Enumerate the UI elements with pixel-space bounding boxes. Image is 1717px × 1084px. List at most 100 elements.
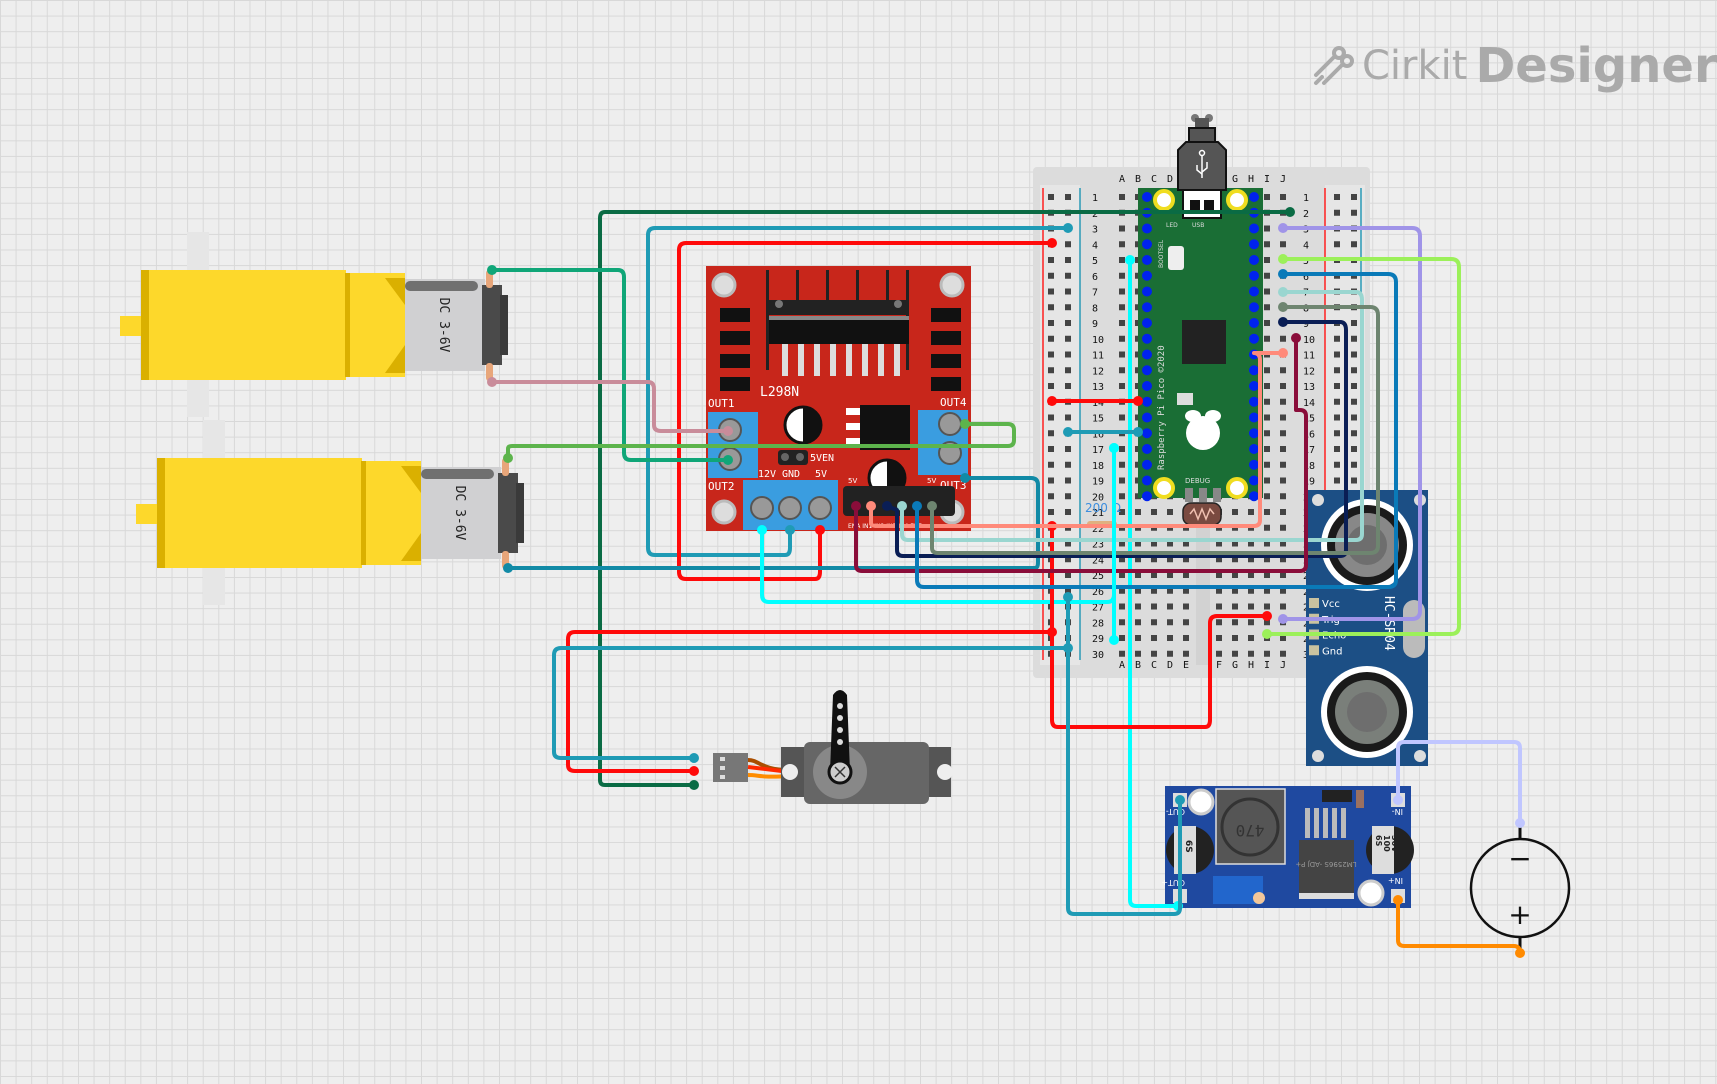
- breadboard-hole[interactable]: [1183, 540, 1189, 547]
- breadboard-hole[interactable]: [1248, 619, 1254, 626]
- breadboard-hole[interactable]: [1351, 430, 1357, 437]
- breadboard-hole[interactable]: [1334, 461, 1340, 468]
- pico-pin[interactable]: [1142, 491, 1152, 502]
- breadboard-hole[interactable]: [1119, 477, 1125, 484]
- pico-pin[interactable]: [1142, 223, 1152, 234]
- pico-pin[interactable]: [1142, 333, 1152, 344]
- wire-endpoint[interactable]: [1278, 317, 1288, 327]
- breadboard-hole[interactable]: [1065, 556, 1071, 563]
- breadboard-hole[interactable]: [1248, 572, 1254, 578]
- breadboard-hole[interactable]: [1048, 304, 1054, 311]
- pico-pin[interactable]: [1249, 318, 1259, 328]
- servo-motor[interactable]: [713, 690, 953, 804]
- breadboard-hole[interactable]: [1119, 572, 1125, 578]
- breadboard-hole[interactable]: [1119, 650, 1125, 657]
- breadboard-hole[interactable]: [1334, 194, 1340, 200]
- wire-21[interactable]: [1265, 257, 1461, 636]
- pico-pin[interactable]: [1142, 239, 1152, 250]
- breadboard-hole[interactable]: [1232, 603, 1238, 610]
- breadboard-hole[interactable]: [1216, 556, 1222, 563]
- bootsel-button[interactable]: [1168, 246, 1184, 270]
- breadboard-hole[interactable]: [1048, 351, 1054, 358]
- breadboard-hole[interactable]: [1280, 335, 1286, 342]
- pico-pin[interactable]: [1142, 192, 1152, 202]
- breadboard-hole[interactable]: [1264, 367, 1270, 374]
- breadboard-hole[interactable]: [1048, 430, 1054, 437]
- breadboard-hole[interactable]: [1151, 572, 1157, 578]
- screw-5v[interactable]: [808, 496, 832, 520]
- breadboard-hole[interactable]: [1334, 383, 1340, 389]
- pico-pin[interactable]: [1249, 365, 1259, 376]
- wire-14[interactable]: [869, 351, 1285, 528]
- breadboard-hole[interactable]: [1065, 446, 1071, 452]
- breadboard-hole[interactable]: [1280, 587, 1286, 594]
- breadboard-hole[interactable]: [1351, 477, 1357, 484]
- wire-endpoint[interactable]: [1047, 627, 1057, 637]
- breadboard-hole[interactable]: [1135, 540, 1141, 547]
- breadboard-hole[interactable]: [1280, 477, 1286, 484]
- breadboard-hole[interactable]: [1065, 257, 1071, 263]
- breadboard-hole[interactable]: [1183, 556, 1189, 563]
- breadboard-hole[interactable]: [1135, 509, 1141, 515]
- wire-endpoint[interactable]: [487, 377, 497, 387]
- wire-endpoint[interactable]: [723, 426, 733, 436]
- breadboard-hole[interactable]: [1351, 446, 1357, 452]
- breadboard-hole[interactable]: [1065, 383, 1071, 389]
- breadboard-hole[interactable]: [1151, 556, 1157, 563]
- wire-endpoint[interactable]: [689, 766, 699, 776]
- breadboard-hole[interactable]: [1135, 556, 1141, 563]
- wire-endpoint[interactable]: [487, 265, 497, 275]
- breadboard-hole[interactable]: [1167, 587, 1173, 594]
- breadboard-hole[interactable]: [1216, 572, 1222, 578]
- breadboard-hole[interactable]: [1264, 430, 1270, 437]
- breadboard-hole[interactable]: [1334, 209, 1340, 216]
- pico-pin[interactable]: [1142, 428, 1152, 439]
- screw-out4[interactable]: [938, 412, 962, 436]
- dc-motor-2[interactable]: DC 3-6V: [136, 420, 524, 605]
- breadboard-hole[interactable]: [1232, 540, 1238, 547]
- wire-endpoint[interactable]: [1291, 333, 1301, 343]
- pico-pin[interactable]: [1142, 286, 1152, 297]
- breadboard-hole[interactable]: [1264, 461, 1270, 468]
- breadboard-hole[interactable]: [1248, 650, 1254, 657]
- breadboard-hole[interactable]: [1334, 367, 1340, 374]
- wire-7[interactable]: [506, 476, 1040, 570]
- wire-12[interactable]: [552, 646, 1070, 760]
- wire-20[interactable]: [1281, 226, 1422, 621]
- breadboard-hole[interactable]: [1334, 335, 1340, 342]
- breadboard-hole[interactable]: [1334, 414, 1340, 421]
- breadboard-hole[interactable]: [1216, 650, 1222, 657]
- pico-pin[interactable]: [1142, 459, 1152, 470]
- pico-pin[interactable]: [1249, 255, 1259, 265]
- breadboard-hole[interactable]: [1119, 446, 1125, 452]
- pico-pin[interactable]: [1249, 223, 1259, 234]
- wire-endpoint[interactable]: [689, 780, 699, 790]
- breadboard-hole[interactable]: [1048, 477, 1054, 484]
- breadboard-hole[interactable]: [1216, 619, 1222, 626]
- breadboard-hole[interactable]: [1232, 650, 1238, 657]
- breadboard-hole[interactable]: [1119, 619, 1125, 626]
- breadboard-hole[interactable]: [1280, 194, 1286, 200]
- wire-9[interactable]: [1128, 258, 1180, 908]
- breadboard-hole[interactable]: [1167, 572, 1173, 578]
- breadboard-hole[interactable]: [1183, 619, 1189, 626]
- breadboard-hole[interactable]: [1065, 493, 1071, 500]
- wire-5[interactable]: [490, 380, 730, 433]
- breadboard-hole[interactable]: [1264, 603, 1270, 610]
- pico-pin[interactable]: [1249, 286, 1259, 297]
- breadboard-hole[interactable]: [1264, 335, 1270, 342]
- breadboard-hole[interactable]: [1280, 241, 1286, 248]
- breadboard-hole[interactable]: [1334, 398, 1340, 405]
- breadboard-hole[interactable]: [1119, 461, 1125, 468]
- breadboard-hole[interactable]: [1264, 320, 1270, 326]
- wire-endpoint[interactable]: [1278, 348, 1288, 358]
- breadboard-hole[interactable]: [1264, 225, 1270, 232]
- wire-endpoint[interactable]: [1063, 427, 1073, 437]
- photoresistor[interactable]: [1182, 502, 1222, 526]
- breadboard-hole[interactable]: [1280, 603, 1286, 610]
- breadboard-hole[interactable]: [1351, 241, 1357, 248]
- wire-endpoint[interactable]: [1262, 611, 1272, 621]
- breadboard-hole[interactable]: [1248, 556, 1254, 563]
- breadboard-hole[interactable]: [1232, 509, 1238, 515]
- breadboard-hole[interactable]: [1183, 635, 1189, 641]
